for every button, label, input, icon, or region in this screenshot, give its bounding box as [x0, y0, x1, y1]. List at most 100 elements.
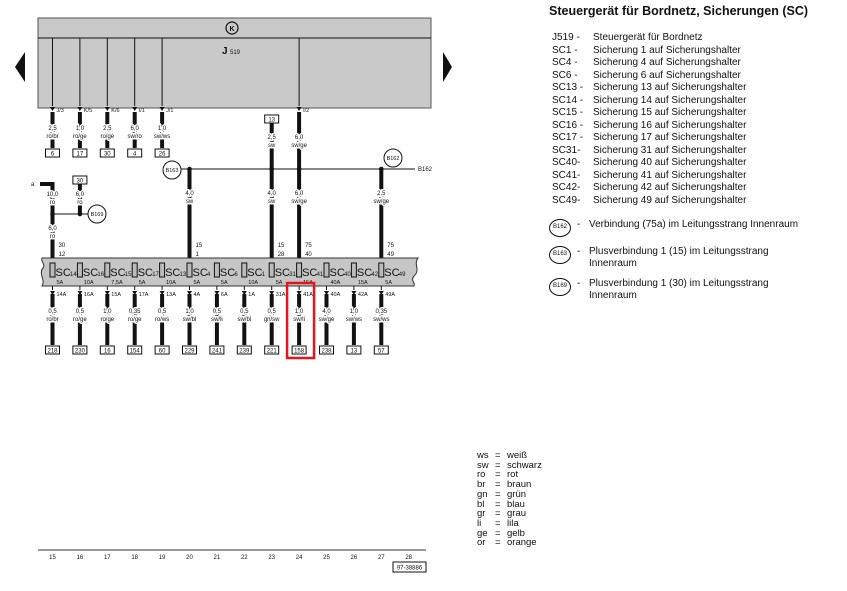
terminal-box-frame	[72, 345, 88, 355]
color-name: braun	[507, 479, 532, 491]
fuse-symbol-icon	[49, 262, 56, 278]
terminal-box: 230	[75, 349, 86, 355]
legend-desc: Sicherung 31 auf Sicherungshalter	[593, 144, 747, 156]
wire-col24-upper-size: 6,0	[295, 135, 304, 141]
equals-sign: =	[495, 537, 501, 549]
fuse-amperage: 5A	[221, 280, 228, 286]
legend-desc: Sicherung 16 auf Sicherungshalter	[593, 119, 747, 131]
wire-col27-color: sw/ge	[373, 199, 389, 205]
terminal-box-frame	[127, 345, 143, 355]
fuse-output-pin: 17A	[139, 292, 149, 298]
wire-fuse-output-size: 4,0	[322, 309, 331, 315]
legend-code: SC31-	[552, 144, 581, 156]
wire-col16-color: ro	[77, 200, 83, 206]
fuse-amperage: 7,5A	[111, 280, 123, 286]
terminal-box-frame	[45, 148, 60, 158]
wire-top-output-size: 6,0	[131, 126, 140, 132]
legend-code: SC4 -	[552, 57, 578, 68]
control-unit-symbol: K	[229, 26, 234, 33]
wire-fuse-output-color: sw/bl	[237, 317, 251, 323]
terminal-box: 241	[212, 349, 223, 355]
next-page-arrow-icon[interactable]	[443, 52, 452, 82]
color-abbr: gr	[477, 508, 486, 520]
color-code-item: ro=rot	[477, 470, 542, 480]
equals-sign: =	[495, 508, 501, 520]
terminal-box-frame	[291, 345, 307, 355]
figure-id: 97-38886	[397, 566, 423, 572]
wire-top-output-color: sw/ws	[154, 134, 170, 140]
legend-item: SC17 -Sicherung 17 auf Sicherungshalter	[549, 132, 839, 145]
color-name: orange	[507, 537, 537, 549]
legend-item: SC4 -Sicherung 4 auf Sicherungshalter	[549, 57, 839, 70]
terminal-box-frame	[182, 345, 197, 355]
fuse-symbol-icon	[323, 262, 330, 278]
legend-dash: -	[577, 219, 581, 230]
wire-col24-lower-color: sw/ge	[291, 199, 307, 205]
connector-b162-circle	[383, 148, 403, 168]
connector-b163-circle	[162, 160, 182, 180]
fuse-output-pin: 15A	[111, 292, 121, 298]
column-number: 21	[214, 555, 221, 561]
terminal-box-frame	[99, 345, 115, 355]
fuse-input-pin: 1	[196, 252, 200, 258]
fuse-symbol-icon	[378, 262, 385, 278]
legend-item: SC15 -Sicherung 15 auf Sicherungshalter	[549, 107, 839, 120]
previous-page-arrow-icon[interactable]	[15, 52, 25, 82]
color-name: lila	[507, 517, 519, 529]
legend-desc: Sicherung 1 auf Sicherungshalter	[593, 44, 741, 56]
legend-desc: Sicherung 42 auf Sicherungshalter	[593, 182, 747, 193]
terminal-box: 30	[104, 152, 111, 158]
fuse-output-pin: 16A	[84, 292, 94, 298]
equals-sign: =	[495, 498, 501, 510]
color-abbr: ro	[477, 469, 486, 481]
fuse-symbol-icon	[350, 262, 357, 278]
wire-top-output-size: 1,0	[76, 126, 85, 132]
output-pin-label: J/3	[57, 108, 64, 114]
column-number: 27	[378, 555, 385, 561]
terminal-box: 4	[133, 152, 137, 158]
column-number: 17	[104, 555, 111, 561]
wire-top-output-color: ro/br	[46, 134, 58, 140]
legend-item: SC16 -Sicherung 16 auf Sicherungshalter	[549, 120, 839, 133]
column-number: 22	[241, 555, 248, 561]
terminal-box: 17	[77, 152, 84, 158]
legend-dash: -	[577, 278, 581, 289]
wire-col23-upper-color: sw	[268, 143, 276, 149]
fuse-number: 16	[97, 272, 104, 278]
arrow-icon	[378, 291, 384, 295]
output-pin-label: J/1	[166, 108, 173, 114]
wire-col24-lower-size: 6,0	[295, 191, 304, 197]
fuse-input-pin: 40	[305, 252, 312, 258]
legend-title: Steuergerät für Bordnetz, Sicherungen (S…	[549, 4, 809, 18]
output-pin-label: I/1	[139, 108, 145, 114]
figure-id-frame	[392, 561, 427, 573]
terminal-box-frame	[127, 148, 143, 158]
fuse-output-pin: 13A	[166, 292, 176, 298]
fuse-output-pin: 14A	[57, 292, 67, 298]
connector-icon: B162	[549, 219, 571, 237]
fuse-number: 49	[399, 272, 406, 278]
legend-desc: Sicherung 40 auf Sicherungshalter	[593, 157, 747, 168]
wire-top-output-color: ro/ge	[73, 134, 87, 140]
wire-col20-size: 4,0	[185, 191, 194, 197]
fuse-number: 1	[262, 272, 266, 278]
color-name: schwarz	[507, 459, 542, 471]
legend-code: SC1 -	[552, 44, 578, 56]
wire-col24-upper-color: sw/ge	[291, 143, 307, 149]
output-pin-label: K/5	[84, 108, 92, 114]
equals-sign: =	[495, 479, 501, 491]
legend-desc: Sicherung 13 auf Sicherungshalter	[593, 82, 747, 93]
wire-top-output-size: 2,5	[103, 126, 112, 132]
fuse-number: 13	[180, 272, 187, 278]
wire-col23-lower-size: 4,0	[268, 191, 277, 197]
arrow-icon	[187, 291, 192, 295]
terminal-box: 238	[321, 349, 332, 355]
fuse-label: SC	[138, 267, 153, 279]
fuse-input-terminal: 75	[305, 243, 312, 249]
column-number: 15	[49, 555, 56, 561]
fuse-input-terminal: 30	[59, 243, 66, 249]
column-number: 25	[323, 555, 330, 561]
fuse-amperage: 10A	[84, 280, 94, 286]
fuse-label: SC	[220, 267, 235, 279]
